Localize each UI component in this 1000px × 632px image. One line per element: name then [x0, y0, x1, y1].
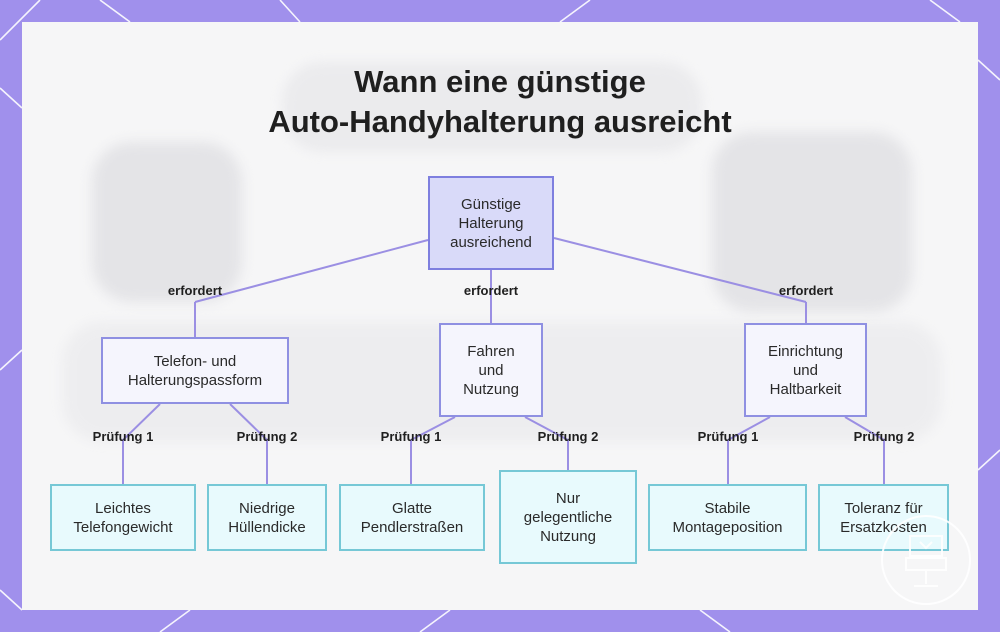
node-usage: Fahren und Nutzung — [439, 323, 543, 417]
node-stable-mount: Stabile Montageposition — [648, 484, 807, 551]
node-thin-case: Niedrige Hüllendicke — [207, 484, 327, 551]
node-root: Günstige Halterung ausreichend — [428, 176, 554, 270]
edge-label-usage-check2: Prüfung 2 — [538, 429, 599, 445]
edge-label-fit-check2: Prüfung 2 — [237, 429, 298, 445]
edge-label-usage-check1: Prüfung 1 — [381, 429, 442, 445]
node-light-phone: Leichtes Telefongewicht — [50, 484, 196, 551]
node-smooth-roads: Glatte Pendlerstraßen — [339, 484, 485, 551]
seat-logo-icon — [880, 514, 972, 606]
link-root-fit — [195, 240, 428, 302]
edge-label-setup-check1: Prüfung 1 — [698, 429, 759, 445]
edge-label-setup-check2: Prüfung 2 — [854, 429, 915, 445]
node-setup: Einrichtung und Haltbarkeit — [744, 323, 867, 417]
link-root-setup — [554, 238, 806, 302]
edge-label-requires-left: erfordert — [168, 283, 222, 299]
node-fit: Telefon- und Halterungspassform — [101, 337, 289, 404]
node-occasional-use: Nur gelegentliche Nutzung — [499, 470, 637, 564]
edge-label-requires-right: erfordert — [779, 283, 833, 299]
edge-label-fit-check1: Prüfung 1 — [93, 429, 154, 445]
edge-label-requires-center: erfordert — [464, 283, 518, 299]
